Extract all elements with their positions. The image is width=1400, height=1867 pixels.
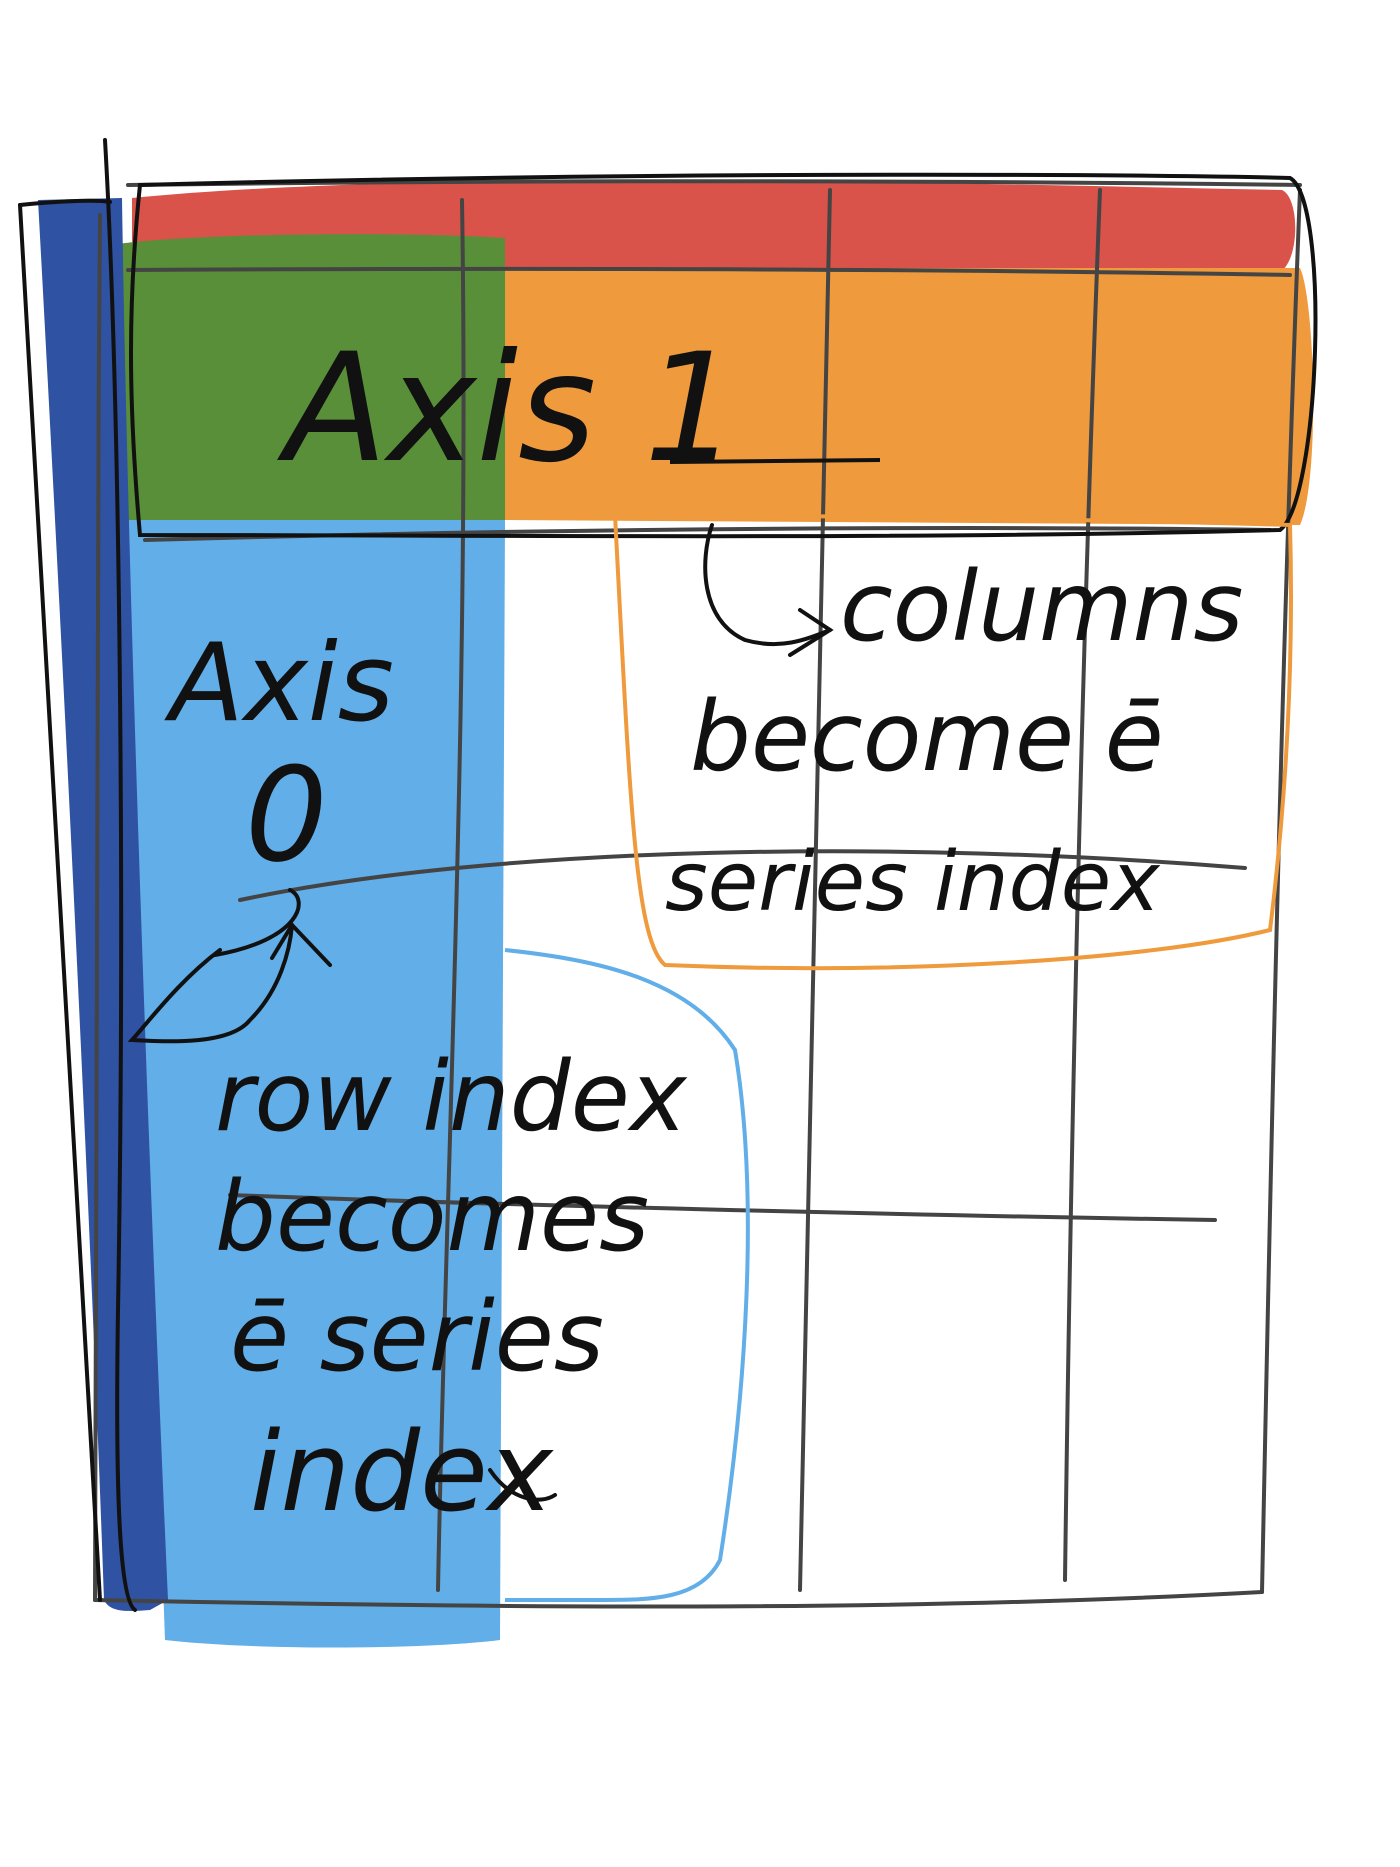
columns-note-line2: become ē bbox=[690, 681, 1164, 793]
axis0-label-line2: 0 bbox=[245, 739, 328, 891]
rows-note-line4: index bbox=[250, 1408, 555, 1536]
rows-note-line1: row index bbox=[215, 1041, 688, 1153]
axis0-label-line1: Axis bbox=[164, 621, 394, 746]
columns-note-line3: series index bbox=[665, 835, 1161, 930]
header-outline bbox=[129, 172, 1318, 539]
rows-note-outline bbox=[504, 948, 750, 1602]
columns-note-outline bbox=[612, 512, 1293, 971]
axis0-band bbox=[125, 520, 505, 1648]
corner-index-cell bbox=[110, 234, 505, 526]
rows-note-line2: becomes bbox=[215, 1161, 649, 1273]
arrow-icon bbox=[127, 523, 834, 1502]
axis1-label: Axis 1 bbox=[277, 322, 739, 496]
index-stripe-fill bbox=[38, 198, 168, 1611]
rows-note-line3: ē series bbox=[230, 1281, 604, 1393]
axis1-underline bbox=[669, 458, 881, 464]
columns-note-line1: columns bbox=[840, 551, 1243, 663]
table-grid bbox=[93, 179, 1302, 1609]
